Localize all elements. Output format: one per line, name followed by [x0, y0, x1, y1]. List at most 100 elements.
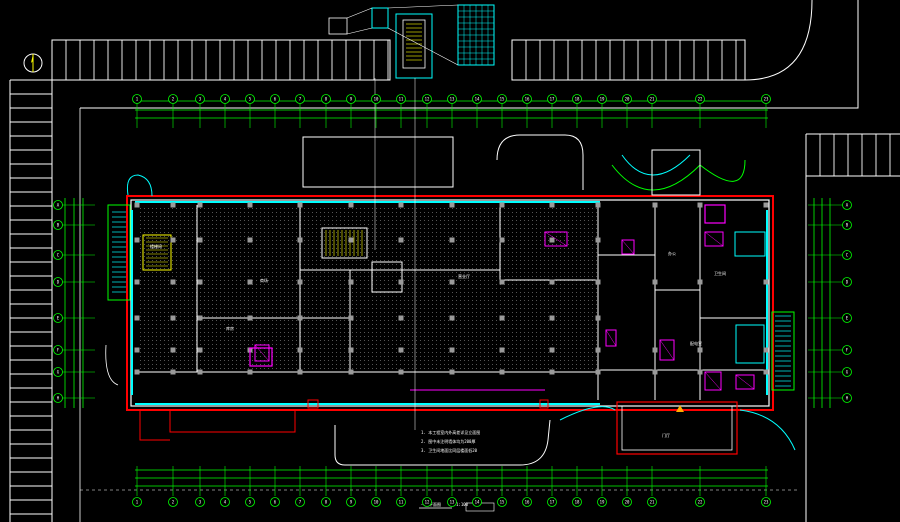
column [348, 315, 354, 321]
ramp-outline [139, 410, 170, 441]
room-labels: 商场 营业厅 库房 卫生间 楼梯间 门厅 办公 配电室 [150, 243, 726, 438]
axis-bubble-label: G [846, 370, 849, 375]
parking-column-right [805, 133, 900, 522]
column [170, 315, 176, 321]
axis-bubble-label: 4 [224, 500, 227, 505]
axis-bubble-right: H [842, 393, 852, 403]
column [297, 202, 303, 208]
axis-bubble-label: G [57, 370, 60, 375]
column [170, 237, 176, 243]
column [499, 279, 505, 285]
fixture-mark [704, 371, 722, 391]
wc-block [734, 231, 766, 257]
detail-leader [387, 4, 459, 66]
column [398, 369, 404, 375]
axis-bubble-circle [842, 220, 852, 230]
axis-bubble-right: E [842, 313, 852, 323]
axis-bubble-top: 19 [597, 94, 607, 104]
axis-bubble-label: 21 [650, 97, 655, 102]
column [197, 237, 203, 243]
axis-bubble-label: 18 [575, 97, 580, 102]
axis-bubble-bottom: 22 [695, 497, 705, 507]
axis-bubble-bottom: 5 [245, 497, 255, 507]
axis-bubble-bottom: 4 [220, 497, 230, 507]
axis-bubble-left: E [53, 313, 63, 323]
axis-bubble-circle [53, 250, 63, 260]
axis-bubble-circle [622, 497, 632, 507]
fixture-mark [544, 231, 568, 247]
axis-bubble-circle [842, 200, 852, 210]
axis-bubble-bottom: 20 [622, 497, 632, 507]
entrance-arrow-icon [676, 405, 684, 412]
axis-bubble-label: F [846, 348, 849, 353]
column [763, 202, 769, 208]
axis-bubble-circle [422, 497, 432, 507]
axis-bubble-label: 3 [199, 97, 202, 102]
room-label: 库房 [226, 325, 234, 331]
axis-bubble-circle [346, 94, 356, 104]
column [247, 237, 253, 243]
axis-bubble-top: 22 [695, 94, 705, 104]
axis-bubble-top: 10 [371, 94, 381, 104]
axis-bubble-label: H [57, 396, 60, 401]
axis-bubble-left: A [53, 200, 63, 210]
column [549, 347, 555, 353]
column [595, 369, 601, 375]
axis-bubble-circle [842, 313, 852, 323]
axis-bubble-label: 10 [374, 500, 379, 505]
column [297, 279, 303, 285]
fixture-mark [735, 374, 755, 390]
axis-bubble-label: 23 [764, 500, 769, 505]
axis-bubble-bottom: 12 [422, 497, 432, 507]
entrance-lobby-bottom [616, 401, 738, 455]
axis-bubble-circle [295, 94, 305, 104]
column [134, 237, 140, 243]
axis-bubble-circle [220, 497, 230, 507]
left-canopy [127, 174, 153, 197]
wc-partition [249, 347, 273, 367]
axis-bubble-label: 20 [625, 500, 630, 505]
column [247, 315, 253, 321]
column [595, 202, 601, 208]
column [499, 347, 505, 353]
plan-scale: 1:100 [456, 502, 469, 507]
sanitary-fixture [605, 329, 617, 347]
axis-bubble-circle [132, 94, 142, 104]
exterior-wall-red [126, 195, 774, 411]
axis-bubble-label: 1 [136, 97, 139, 102]
axis-bubble-circle [132, 497, 142, 507]
axis-bubble-top: 20 [622, 94, 632, 104]
column [348, 279, 354, 285]
column [449, 315, 455, 321]
axis-bubble-label: 11 [399, 500, 404, 505]
column [134, 202, 140, 208]
axis-bubble-top: 7 [295, 94, 305, 104]
column [297, 347, 303, 353]
elevator-room [371, 261, 403, 293]
axis-bubble-circle [472, 94, 482, 104]
column [652, 347, 658, 353]
column [697, 279, 703, 285]
top-curved-canopy [496, 134, 584, 190]
axis-bubble-circle [497, 94, 507, 104]
axis-bubble-circle [270, 497, 280, 507]
axis-bubble-bottom: 21 [647, 497, 657, 507]
axis-bubble-top: 6 [270, 94, 280, 104]
axis-bubble-label: 9 [350, 500, 353, 505]
axis-bubble-circle [622, 94, 632, 104]
axis-bubble-circle [647, 497, 657, 507]
axis-bubble-bottom: 7 [295, 497, 305, 507]
fire-hydrant [307, 399, 319, 409]
axis-bubble-right: D [842, 277, 852, 287]
axis-bubble-label: 19 [600, 500, 605, 505]
axis-bubble-top: 12 [422, 94, 432, 104]
axis-bubble-label: C [846, 253, 849, 258]
axis-bubble-top: 1 [132, 94, 142, 104]
axis-bubble-circle [597, 94, 607, 104]
axis-bubble-label: 15 [500, 97, 505, 102]
column [134, 279, 140, 285]
axis-bubble-label: 17 [550, 500, 555, 505]
axis-bubble-circle [447, 94, 457, 104]
axis-bubble-label: 20 [625, 97, 630, 102]
room-label: 商场 [260, 277, 268, 283]
